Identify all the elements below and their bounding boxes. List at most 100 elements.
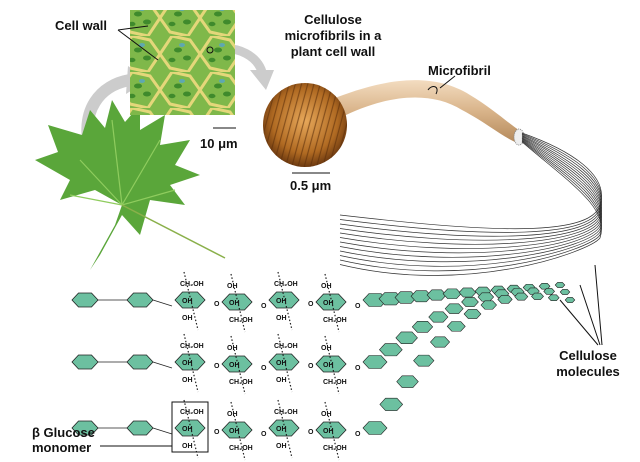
glucose-ring (126, 354, 154, 370)
cellulose-strand (339, 137, 602, 254)
chem-group: O (214, 429, 220, 436)
glucose-ring-detailed (174, 419, 206, 437)
glucose-ring (559, 289, 571, 295)
chem-group: CH₂OH (180, 281, 204, 288)
chem-group: OH (182, 315, 193, 322)
glucose-ring-detailed (174, 291, 206, 309)
chem-group: OH (276, 377, 287, 384)
chem-group: OH (321, 345, 332, 352)
chem-group: OH (229, 428, 240, 435)
glucose-ring (411, 320, 434, 333)
glucose-ring (497, 295, 513, 304)
chem-group: OH (321, 411, 332, 418)
cellulose-strand (339, 138, 602, 258)
svg-text:microfibrils in a: microfibrils in a (285, 28, 383, 43)
arrow-head-2 (250, 70, 274, 90)
chem-group: OH (276, 315, 287, 322)
cellulose-strand (339, 133, 602, 233)
glucose-ring (429, 336, 451, 348)
glucose-ring (426, 289, 447, 301)
chem-group: OH (227, 411, 238, 418)
glucose-ring-detailed (221, 421, 253, 439)
cellulose-strand (339, 141, 602, 276)
glucose-ring (514, 292, 529, 301)
glucose-ring (480, 300, 497, 310)
glucose-ring (396, 375, 419, 388)
chem-group: OH (227, 345, 238, 352)
svg-text:molecules: molecules (556, 364, 620, 379)
maple-leaf-image (35, 100, 226, 270)
glucose-ring-detailed (268, 353, 300, 371)
chem-group: OH (276, 426, 287, 433)
svg-text:monomer: monomer (32, 440, 91, 455)
chem-group: CH₂OH (229, 379, 253, 386)
glucose-ring (71, 354, 99, 370)
chem-group: O (261, 431, 267, 438)
cellulose-strands (339, 132, 602, 276)
glucose-ring (458, 287, 477, 298)
chem-group: O (214, 363, 220, 370)
chem-group: O (214, 301, 220, 308)
chem-group: OH (323, 300, 334, 307)
chem-group: OH (229, 362, 240, 369)
microfibril-label: Microfibril (428, 63, 491, 78)
glucose-ring (442, 288, 462, 299)
scale-label-05: 0.5 μm (290, 178, 331, 193)
glucose-ring (531, 292, 544, 300)
chem-group: OH (182, 298, 193, 305)
chem-group: OH (182, 377, 193, 384)
chem-group: OH (227, 283, 238, 290)
chem-group: O (261, 365, 267, 372)
microfibril-tube (330, 80, 522, 142)
glucose-ring (395, 331, 418, 344)
cellulose-strand (339, 134, 602, 237)
chem-group: O (261, 303, 267, 310)
chem-group: CH₂OH (229, 317, 253, 324)
glucose-ring-detailed (268, 291, 300, 309)
glucose-ring (547, 294, 560, 301)
glucose-ring (564, 297, 576, 303)
glucose-ring (444, 303, 464, 314)
chem-group: O (355, 431, 361, 438)
chem-group: OH (276, 298, 287, 305)
chem-group: OH (276, 443, 287, 450)
glucose-ring (126, 292, 154, 308)
svg-text:plant cell wall: plant cell wall (291, 44, 376, 59)
glucose-ring (461, 297, 479, 307)
cellulose-strand (339, 139, 602, 267)
glucose-ring (538, 283, 551, 290)
chem-group: O (308, 363, 314, 370)
chem-group: OH (182, 360, 193, 367)
chem-group: OH (276, 360, 287, 367)
glucose-ring (554, 282, 566, 288)
cellulose-strand (339, 132, 602, 230)
glucose-ring (463, 309, 482, 319)
chem-group: OH (323, 428, 334, 435)
glucose-ring (379, 343, 403, 357)
glucose-ring (446, 321, 466, 332)
chem-group: CH₂OH (323, 445, 347, 452)
glucose-ring (362, 355, 388, 369)
glucose-ring-detailed (221, 293, 253, 311)
chem-group: CH₂OH (229, 445, 253, 452)
cellulose-molecules-label: Cellulose molecules (556, 348, 620, 379)
cell-wall-micrograph (130, 10, 235, 115)
svg-text:β Glucose: β Glucose (32, 425, 95, 440)
chem-group: OH (229, 300, 240, 307)
chem-group: CH₂OH (323, 379, 347, 386)
glucose-ring-detailed (174, 353, 206, 371)
cell-wall-label: Cell wall (55, 18, 107, 33)
chem-group: CH₂OH (180, 343, 204, 350)
glucose-ring-detailed (268, 419, 300, 437)
glucose-ring (428, 311, 449, 323)
chem-group: O (355, 303, 361, 310)
glucose-ring (126, 420, 154, 436)
chem-group: O (355, 365, 361, 372)
scale-label-10: 10 μm (200, 136, 238, 151)
glucose-monomer-label: β Glucose monomer (32, 425, 95, 455)
glucose-ring-detailed (221, 355, 253, 373)
glucose-ring (477, 292, 495, 302)
glucose-monomer-box (171, 401, 209, 453)
microfibrils-title: Cellulose microfibrils in a plant cell w… (285, 12, 383, 59)
